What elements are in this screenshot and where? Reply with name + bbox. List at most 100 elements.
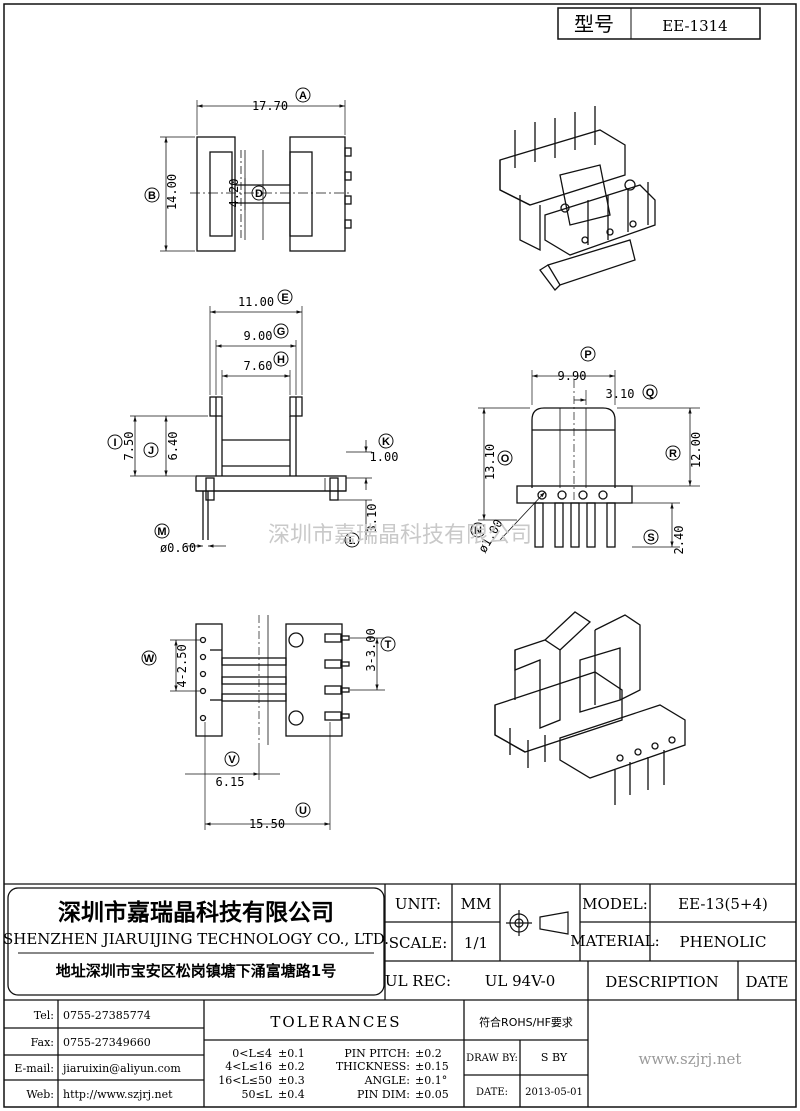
dim-w-callout <box>141 650 157 666</box>
isometric-view-upper <box>499 106 656 291</box>
material-value: PHENOLIC <box>680 933 767 951</box>
contact-fax-label: Fax: <box>31 1036 54 1049</box>
model-title-box: 型号 EE-1314 <box>557 7 761 40</box>
dim-p-callout <box>580 346 596 362</box>
dim-h-value: 7.60 <box>244 359 273 373</box>
top-view <box>160 100 352 252</box>
dim-i-letter: I <box>113 437 116 449</box>
dim-s-value: 2.40 <box>672 526 686 555</box>
tol-value-1: ±0.1 <box>278 1047 305 1060</box>
dim-e-callout <box>277 289 293 305</box>
dim-v-callout <box>224 751 240 767</box>
dim-o-value: 13.10 <box>483 444 497 480</box>
dim-i-callout <box>107 434 123 450</box>
tol-range-1: 0<L≤4 <box>232 1047 272 1060</box>
dim-k-callout <box>378 433 394 449</box>
contact-web-label: Web: <box>26 1088 54 1101</box>
tol-value-3: ±0.3 <box>278 1074 305 1087</box>
dim-n-letter: N <box>474 525 482 537</box>
dim-r-callout <box>665 445 681 461</box>
dim-l-value: 3.10 <box>365 504 379 533</box>
dim-a-value: 17.70 <box>252 99 288 113</box>
ulrec-label: UL REC: <box>385 972 451 990</box>
side-view <box>478 370 700 548</box>
dim-r-letter: R <box>669 448 677 460</box>
dim-d-callout <box>251 185 267 201</box>
dim-v-value: 6.15 <box>216 775 245 789</box>
dim-d-value: 4.20 <box>227 179 241 208</box>
date-label: DATE: <box>476 1087 508 1098</box>
dim-p-value: 9.90 <box>558 369 587 383</box>
material-label: MATERIAL: <box>570 932 659 950</box>
dim-u-value: 15.50 <box>249 817 285 831</box>
dim-s-letter: S <box>647 532 654 544</box>
dim-j-letter: J <box>148 445 154 457</box>
drawby-value: S BY <box>541 1051 568 1064</box>
dim-g-value: 9.00 <box>244 329 273 343</box>
dim-j-value: 6.40 <box>166 432 180 461</box>
dim-u-letter: U <box>299 805 307 817</box>
dim-b-value: 14.00 <box>165 174 179 210</box>
dim-u-callout <box>295 802 311 818</box>
projection-symbol-icon <box>506 910 569 936</box>
scale-value: 1/1 <box>464 934 488 952</box>
dim-m-value: ø0.60 <box>160 541 196 555</box>
description-header: DESCRIPTION <box>605 973 718 991</box>
spec-value-3: ±0.1° <box>415 1074 447 1087</box>
tolerances-header: TOLERANCES <box>270 1013 401 1031</box>
dim-t-callout <box>380 636 396 652</box>
scale-label: SCALE: <box>389 934 448 952</box>
rohs-note: 符合ROHS/HF要求 <box>479 1015 573 1029</box>
bottom-view <box>170 615 385 830</box>
unit-label: UNIT: <box>395 895 441 913</box>
tol-range-3: 16<L≤50 <box>218 1074 272 1087</box>
contact-fax-value: 0755-27349660 <box>63 1036 151 1049</box>
unit-value: MM <box>461 895 492 913</box>
tol-value-4: ±0.4 <box>278 1088 305 1101</box>
dim-m-callout <box>154 523 170 539</box>
dim-a-callout <box>295 87 311 103</box>
tol-value-2: ±0.2 <box>278 1060 305 1073</box>
spec-label-4: PIN DIM: <box>357 1088 410 1101</box>
dim-w-letter: W <box>144 653 155 665</box>
dim-q-callout <box>642 384 658 400</box>
dim-l-callout <box>344 532 360 548</box>
dim-o-callout <box>497 450 513 466</box>
contact-web-value: http://www.szjrj.net <box>63 1088 173 1101</box>
contact-tel-value: 0755-27385774 <box>63 1009 151 1022</box>
dim-k-letter: K <box>382 436 390 448</box>
dim-n-callout <box>470 522 486 538</box>
dim-q-value: 3.10 <box>606 387 635 401</box>
spec-label-1: PIN PITCH: <box>344 1047 410 1060</box>
model-number: EE-1314 <box>662 17 727 35</box>
company-name-en: SHENZHEN JIARUIJING TECHNOLOGY CO., LTD. <box>3 930 389 948</box>
dim-t-value: 3-3.00 <box>364 628 378 671</box>
dim-b-callout <box>144 187 160 203</box>
dim-m-letter: M <box>157 526 166 538</box>
dim-v-letter: V <box>228 754 236 766</box>
model-field-value: EE-13(5+4) <box>678 895 768 913</box>
tol-range-2: 4<L≤16 <box>225 1060 272 1073</box>
dim-l-letter: L <box>349 535 356 547</box>
company-address: 地址深圳市宝安区松岗镇塘下涌富塘路1号 <box>56 962 336 980</box>
spec-value-1: ±0.2 <box>415 1047 442 1060</box>
dim-k-value: 1.00 <box>370 450 399 464</box>
dim-a-letter: A <box>299 90 307 102</box>
dim-h-letter: H <box>277 354 285 366</box>
model-label: 型号 <box>574 12 614 36</box>
title-block <box>4 883 796 1107</box>
tol-range-4: 50≤L <box>241 1088 272 1101</box>
watermark: 深圳市嘉瑞晶科技有限公司 <box>268 523 532 548</box>
spec-label-3: ANGLE: <box>364 1074 410 1087</box>
contact-email-label: E-mail: <box>14 1062 54 1075</box>
contact-email-value: jiaruixin@aliyun.com <box>61 1062 181 1075</box>
company-name-cn: 深圳市嘉瑞晶科技有限公司 <box>58 899 334 926</box>
dim-d-letter: D <box>255 188 263 200</box>
dim-i-value: 7.50 <box>122 432 136 461</box>
spec-value-2: ±0.15 <box>415 1060 449 1073</box>
dim-p-letter: P <box>584 349 591 361</box>
website-watermark: www.szjrj.net <box>639 1050 742 1068</box>
dim-e-letter: E <box>281 292 288 304</box>
dim-q-letter: Q <box>646 387 655 399</box>
